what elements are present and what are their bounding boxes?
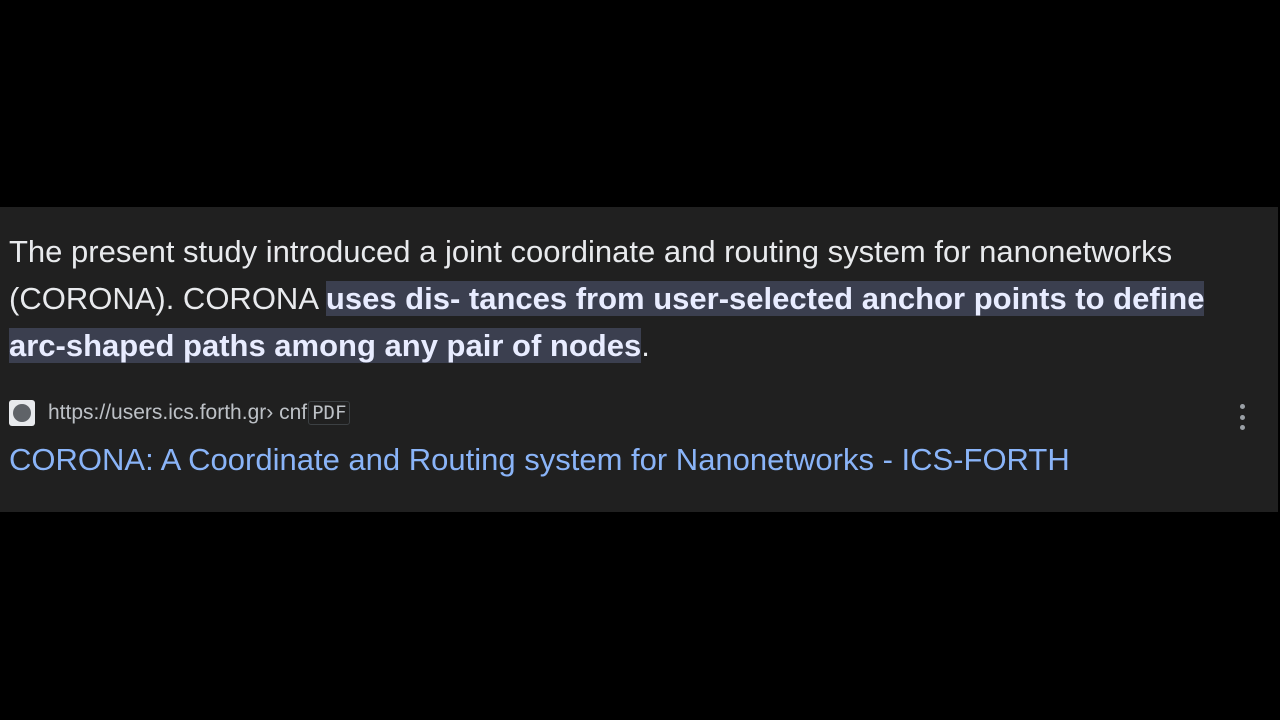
- result-breadcrumb: › cnf: [266, 401, 308, 424]
- more-vert-icon[interactable]: [1234, 404, 1250, 430]
- result-source[interactable]: https://users.ics.forth.gr › cnf PDF: [9, 400, 351, 426]
- globe-icon: [9, 400, 35, 426]
- result-snippet: The present study introduced a joint coo…: [9, 228, 1269, 369]
- snippet-text: The present study introduced a joint coo…: [9, 234, 1173, 316]
- result-url[interactable]: https://users.ics.forth.gr: [48, 401, 267, 424]
- pdf-badge: PDF: [308, 401, 351, 425]
- result-title-link[interactable]: CORONA: A Coordinate and Routing system …: [9, 442, 1070, 477]
- snippet-tail: .: [641, 328, 650, 363]
